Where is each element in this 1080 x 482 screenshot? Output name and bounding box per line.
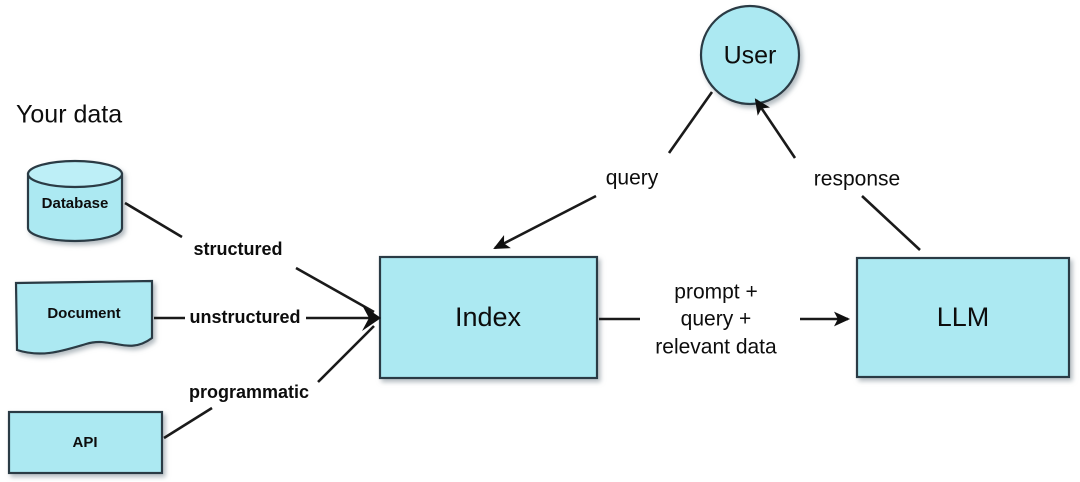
node-index-label: Index xyxy=(455,302,522,332)
edge-label-unstructured: unstructured xyxy=(189,307,300,327)
node-llm-label: LLM xyxy=(937,302,990,332)
node-document[interactable]: Document xyxy=(14,279,154,355)
edge-database-to-index-seg1 xyxy=(124,201,183,239)
edge-api-to-index-seg1 xyxy=(163,406,213,440)
section-title-your-data: Your data xyxy=(16,101,122,129)
edge-label-programmatic: programmatic xyxy=(189,382,309,402)
node-index[interactable]: Index xyxy=(378,255,599,380)
edge-label-prompt-line3: relevant data xyxy=(655,336,777,359)
edge-llm-to-user-seg2 xyxy=(754,98,797,159)
node-database-label: Database xyxy=(42,195,109,212)
edge-label-query: query xyxy=(606,167,659,190)
node-user[interactable]: User xyxy=(699,4,801,106)
node-api[interactable]: API xyxy=(7,410,164,475)
edge-user-to-index-seg1 xyxy=(667,91,714,154)
edge-label-structured: structured xyxy=(193,239,282,259)
edge-llm-to-user-seg1 xyxy=(861,195,921,251)
edge-label-response: response xyxy=(814,168,900,191)
edge-label-prompt-line2: query + xyxy=(681,308,752,331)
edge-user-to-index-seg2 xyxy=(493,194,597,250)
node-api-label: API xyxy=(72,434,97,451)
edge-arrowhead-into-index xyxy=(362,305,381,331)
edge-database-to-index-seg2 xyxy=(295,266,375,314)
node-database[interactable]: Database xyxy=(26,159,124,243)
node-document-label: Document xyxy=(47,305,120,322)
node-user-label: User xyxy=(724,42,777,70)
node-llm[interactable]: LLM xyxy=(855,256,1071,379)
edge-api-to-index-seg2 xyxy=(317,325,375,383)
edge-label-prompt-line1: prompt + xyxy=(674,281,757,304)
